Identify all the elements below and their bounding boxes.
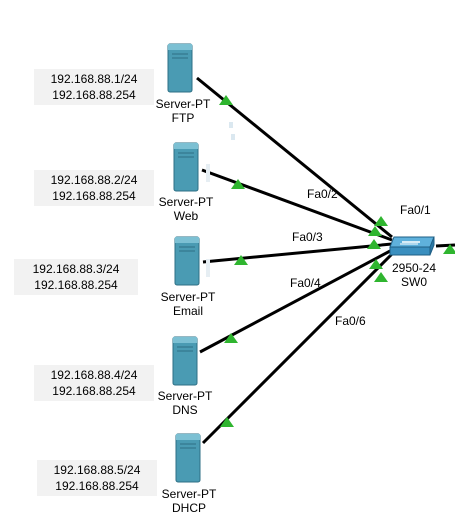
link-light [367,239,381,249]
link-light [369,259,383,269]
note-email: 192.168.88.3/24 192.168.88.254 [14,259,138,295]
link-light [224,333,238,343]
server-dns-icon[interactable] [172,336,198,386]
server-web-icon[interactable] [173,142,199,192]
server-dhcp-label: Server-PT DHCP [149,487,229,515]
device-name: FTP [171,111,195,125]
note-web: 192.168.88.2/24 192.168.88.254 [34,170,154,206]
switch-sw0-icon[interactable] [388,235,436,257]
link-light [368,226,382,236]
port-label-fa0-4: Fa0/4 [290,276,321,290]
device-name: DHCP [171,501,206,515]
port-label-fa0-1: Fa0/1 [400,203,431,217]
note-dhcp: 192.168.88.5/24 192.168.88.254 [37,460,157,496]
link-light [219,95,233,105]
device-name: Web [173,209,199,223]
switch-name: SW0 [400,275,427,289]
gateway-address: 192.168.88.254 [55,479,139,493]
ip-address: 192.168.88.2/24 [50,173,138,187]
ip-address: 192.168.88.3/24 [32,262,120,276]
gateway-address: 192.168.88.254 [52,384,136,398]
artifact-mark [229,122,233,128]
gateway-address: 192.168.88.254 [52,88,136,102]
link-light [443,244,455,254]
port-label-fa0-3: Fa0/3 [292,230,323,244]
gateway-address: 192.168.88.254 [34,278,118,292]
note-dns: 192.168.88.4/24 192.168.88.254 [34,365,154,401]
artifact-mark [206,164,210,182]
device-type: Server-PT [161,487,217,501]
link-sw0-uplink[interactable] [435,243,455,248]
server-dhcp-icon[interactable] [175,433,201,483]
ip-address: 192.168.88.1/24 [50,72,138,86]
device-name: DNS [172,403,198,417]
server-dns-label: Server-PT DNS [145,389,225,417]
device-type: Server-PT [160,290,216,304]
link-web-sw0[interactable] [201,168,393,242]
server-email-icon[interactable] [174,236,200,286]
device-type: Server-PT [157,389,213,403]
server-ftp-icon[interactable] [167,43,193,93]
port-label-fa0-2: Fa0/2 [307,187,338,201]
ip-address: 192.168.88.5/24 [53,463,141,477]
ip-address: 192.168.88.4/24 [50,368,138,382]
device-type: Server-PT [155,97,211,111]
artifact-mark [231,134,235,140]
server-ftp-label: Server-PT FTP [143,97,223,125]
server-web-label: Server-PT Web [146,195,226,223]
server-email-label: Server-PT Email [148,290,228,318]
gateway-address: 192.168.88.254 [52,189,136,203]
device-name: Email [172,304,203,318]
link-light [220,417,234,427]
note-ftp: 192.168.88.1/24 192.168.88.254 [34,69,154,105]
link-email-sw0[interactable] [202,242,393,264]
switch-sw0-label: 2950-24 SW0 [374,261,454,289]
link-light [374,272,388,282]
link-light [234,255,248,265]
port-label-fa0-6: Fa0/6 [335,314,366,328]
link-light [231,179,245,189]
link-light [374,216,388,226]
device-type: Server-PT [158,195,214,209]
artifact-mark [206,259,210,277]
switch-model: 2950-24 [391,261,437,275]
link-dhcp-sw0[interactable] [201,252,394,445]
link-lights [219,95,455,427]
